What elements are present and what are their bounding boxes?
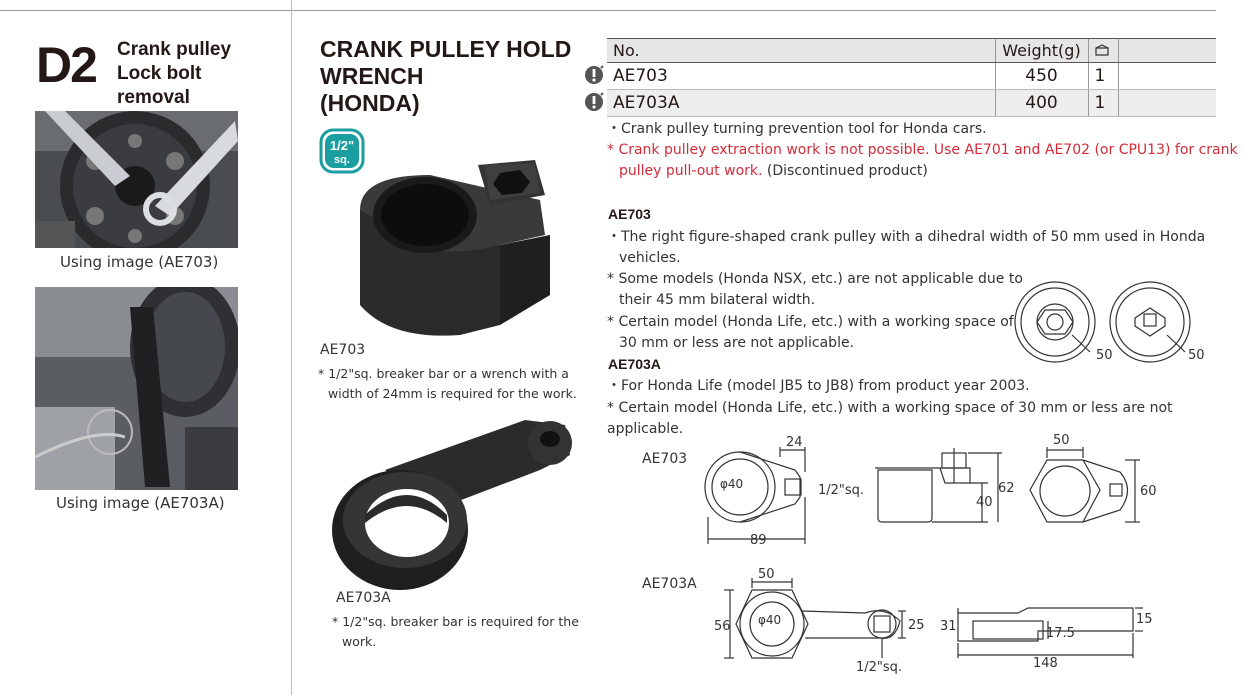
- col-header-blank: [1117, 38, 1216, 63]
- dim-drive: 1/2"sq.: [856, 660, 902, 675]
- dim-length: 148: [1033, 656, 1058, 671]
- ae703a-line: ・For Honda Life (model JB5 to JB8) from …: [607, 378, 1030, 394]
- dim-tip: 15: [1136, 612, 1153, 627]
- ae703a-tool-image: [332, 420, 572, 590]
- cell-qty: 1: [1087, 62, 1118, 90]
- usage-photo-ae703a: [35, 287, 238, 490]
- cell-no: AE703A: [607, 89, 995, 117]
- ae703a-heading: AE703A: [608, 356, 661, 372]
- ae703-line: ・The right figure-shaped crank pulley wi…: [607, 229, 1206, 245]
- dim-h2: 62: [998, 481, 1015, 496]
- title-line: CRANK PULLEY HOLD: [320, 36, 572, 62]
- cell-qty: 1: [1087, 89, 1118, 117]
- ae703a-line: * Certain model (Honda Life, etc.) with …: [607, 400, 1173, 437]
- ae703-line: * Some models (Honda NSX, etc.) are not …: [607, 271, 1023, 287]
- ae703-tool-image: [360, 160, 550, 336]
- cell-weight: 400: [994, 89, 1088, 117]
- cell-blank: [1117, 89, 1216, 117]
- warning-line: pulley pull-out work.: [619, 163, 763, 179]
- dim-length: 89: [750, 533, 767, 547]
- col-header-weight: Weight(g): [994, 38, 1088, 63]
- category-line: Crank pulley: [117, 39, 232, 60]
- cell-blank: [1117, 62, 1216, 90]
- desc-line: ・Crank pulley turning prevention tool fo…: [607, 121, 987, 137]
- drive-size-badge: 1/2" sq.: [319, 128, 365, 174]
- section-code: D2: [36, 37, 98, 93]
- dim-dia: φ40: [758, 613, 781, 627]
- note-line: work.: [342, 634, 377, 649]
- badge-size: 1/2": [330, 138, 354, 153]
- table-header-row: No. Weight(g): [607, 38, 1216, 63]
- dim-width: 50: [1053, 433, 1070, 448]
- ae703-side-view: 40 62: [875, 448, 1015, 523]
- top-rule: [0, 10, 1216, 11]
- discontinued-note: (Discontinued product): [762, 163, 928, 179]
- ae703-front-view: 50 60: [1029, 433, 1157, 523]
- col-header-qty: [1087, 38, 1118, 63]
- dim-boss: 25: [908, 618, 925, 633]
- title-line: (HONDA): [320, 90, 420, 116]
- dim-h1: 40: [976, 495, 993, 510]
- title-line: WRENCH: [320, 63, 424, 89]
- warning-text-cont: pulley pull-out work. (Discontinued prod…: [619, 161, 928, 182]
- pulley-dim: 50: [1096, 348, 1113, 363]
- cell-no: AE703: [607, 62, 995, 90]
- pulley-dim: 50: [1188, 348, 1205, 363]
- ae703-line: * Certain model (Honda Life, etc.) with …: [607, 314, 1014, 330]
- model-note: * 1/2"sq. breaker bar or a wrench with a…: [318, 364, 577, 404]
- dim-dia: φ40: [720, 477, 743, 491]
- dim-width: 50: [758, 567, 775, 582]
- ae703a-top-view: 50 56 φ40 25 1/2"sq.: [714, 567, 925, 675]
- model-label: AE703: [320, 342, 366, 358]
- dim-width: 24: [786, 435, 803, 450]
- ae703-top-view: φ40 24 89 1/2"sq.: [704, 435, 864, 547]
- section-category: Crank pulley Lock bolt removal: [117, 38, 287, 110]
- dim-thick: 17.5: [1046, 626, 1075, 641]
- photo-caption: Using image (AE703A): [56, 494, 225, 512]
- usage-photo-ae703: [35, 111, 238, 248]
- drawing-label: AE703A: [642, 576, 697, 592]
- ae703-heading: AE703: [608, 206, 651, 222]
- dim-height: 56: [714, 619, 731, 634]
- table-row: AE703 450 1: [607, 62, 1216, 90]
- spec-table: No. Weight(g) AE703 450 1 AE703A 400 1: [607, 38, 1216, 117]
- warning-icon: [585, 92, 604, 111]
- table-row: AE703A 400 1: [607, 89, 1216, 117]
- model-note: * 1/2"sq. breaker bar is required for th…: [332, 612, 579, 652]
- note-line: * 1/2"sq. breaker bar is required for th…: [332, 614, 579, 629]
- ae703-line: their 45 mm bilateral width.: [619, 292, 816, 308]
- category-line: removal: [117, 87, 190, 108]
- warning-icon: [585, 65, 604, 84]
- dim-drive: 1/2"sq.: [818, 483, 864, 498]
- model-label: AE703A: [336, 590, 391, 606]
- drawing-label: AE703: [642, 451, 688, 467]
- cell-weight: 450: [994, 62, 1088, 90]
- note-line: * 1/2"sq. breaker bar or a wrench with a: [318, 366, 569, 381]
- dim-height: 60: [1140, 484, 1157, 499]
- category-line: Lock bolt: [117, 63, 202, 84]
- photo-caption: Using image (AE703): [60, 253, 219, 271]
- box-icon: [1094, 44, 1109, 56]
- ae703-line: 30 mm or less are not applicable.: [619, 335, 855, 351]
- note-line: width of 24mm is required for the work.: [328, 386, 577, 401]
- ae703a-side-view: 31 17.5 15 148: [940, 607, 1153, 671]
- product-title: CRANK PULLEY HOLD WRENCH (HONDA): [320, 36, 590, 117]
- badge-unit: sq.: [334, 154, 350, 166]
- col-header-no: No.: [607, 38, 995, 63]
- ae703-line: vehicles.: [619, 250, 681, 266]
- pulley-shape-figures: 50 50: [1014, 281, 1205, 363]
- column-divider: [291, 0, 292, 695]
- warning-text: * Crank pulley extraction work is not po…: [607, 142, 1238, 158]
- dim-h-left: 31: [940, 619, 957, 634]
